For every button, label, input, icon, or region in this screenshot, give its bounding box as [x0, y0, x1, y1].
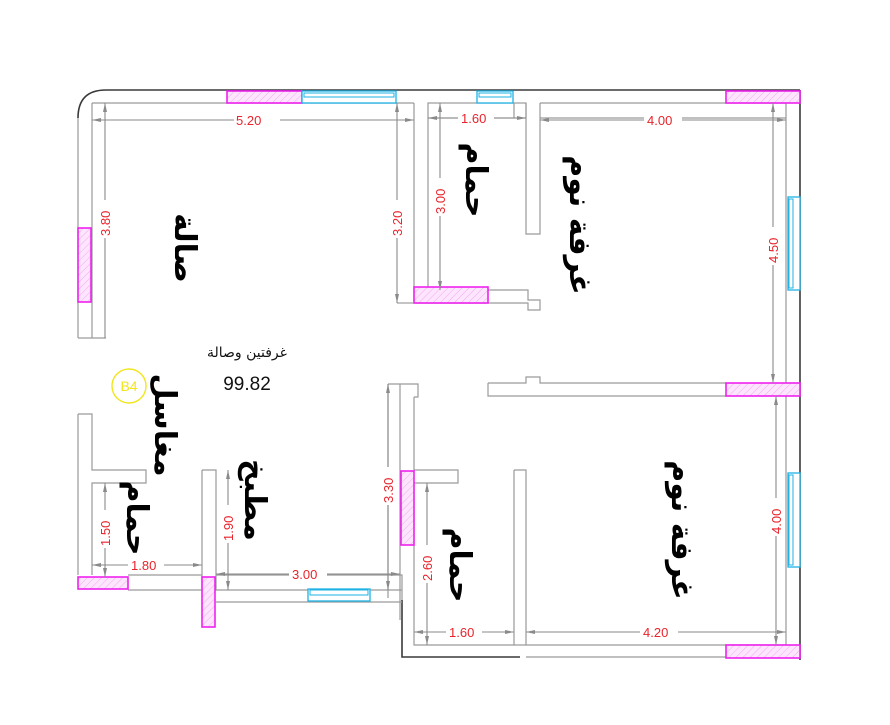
column [413, 286, 489, 304]
bedroom-partition [487, 376, 726, 397]
column [226, 90, 303, 104]
window-bath-top [476, 90, 514, 104]
column [725, 382, 801, 397]
plan-info: غرفتين وصالة 99.82 B4 [111, 345, 287, 404]
column [201, 576, 216, 628]
dim-bath-left-height: 1.50 [98, 521, 113, 546]
unit-badge: B4 [111, 368, 147, 404]
dim-living-height: 3.80 [98, 211, 113, 236]
dim-bedroom-top-height: 4.50 [766, 238, 781, 263]
dim-bath-left-width: 1.80 [131, 558, 156, 573]
column [77, 576, 129, 590]
room-label-washbasins: مغاسل [147, 373, 182, 476]
plan-title: غرفتين وصالة [207, 345, 287, 361]
column [725, 644, 801, 659]
dim-kitchen-width: 3.00 [292, 567, 317, 582]
dim-kitchen-height: 1.90 [221, 516, 236, 541]
windows [301, 90, 801, 602]
column [725, 90, 801, 104]
dim-bath-bottom-height: 2.60 [420, 556, 435, 581]
dim-living-inner-height: 3.20 [390, 211, 405, 236]
unit-badge-label: B4 [120, 378, 137, 394]
dim-bedroom-bottom-height: 4.00 [769, 509, 784, 534]
window-bedroom-bottom [787, 472, 801, 568]
window-living-top [301, 90, 397, 104]
room-labels: صالة حمام غرفة نوم مغاسل حمام مطبخ حمام … [119, 143, 699, 603]
columns [77, 90, 801, 659]
column [77, 227, 92, 303]
room-label-living: صالة [167, 213, 202, 283]
room-label-kitchen: مطبخ [237, 459, 272, 541]
dim-bath-top-height: 3.00 [433, 189, 448, 214]
window-bedroom-top [787, 196, 801, 291]
corridor-walls [387, 383, 786, 658]
dim-bedroom-top-width: 4.00 [647, 113, 672, 128]
room-label-bedroom-bottom: غرفة نوم [664, 460, 699, 600]
dim-corridor-height: 3.30 [381, 478, 396, 503]
room-label-bedroom-top: غرفة نوم [562, 155, 597, 295]
window-kitchen [307, 588, 371, 602]
room-label-bath-left: حمام [119, 481, 154, 556]
dim-living-width: 5.20 [236, 113, 261, 128]
dim-bedroom-bottom-width: 4.20 [643, 625, 668, 640]
plan-area: 99.82 [223, 374, 271, 395]
column [400, 470, 415, 546]
dimension-labels: 5.20 3.80 3.20 1.60 3.00 4.00 4.50 4.00 … [98, 111, 784, 640]
dim-bath-top-width: 1.60 [461, 111, 486, 126]
dim-bath-bottom-width: 1.60 [449, 625, 474, 640]
room-label-bath-top: حمام [458, 143, 493, 218]
room-label-bath-bottom: حمام [442, 528, 477, 603]
